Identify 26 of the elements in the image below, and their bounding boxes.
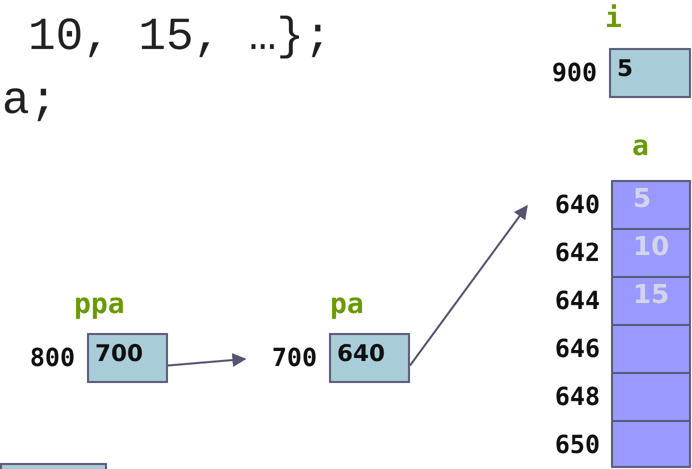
memory-cell: 640	[329, 333, 410, 383]
memory-address: 640	[554, 192, 600, 217]
memory-address: 648	[554, 384, 600, 409]
memory-cell: 700	[87, 333, 168, 383]
memory-address: 900	[550, 60, 597, 85]
array-cell: 10	[611, 228, 691, 278]
array-cell	[611, 372, 691, 422]
code-text: a;	[2, 78, 58, 124]
variable-name: pa	[330, 290, 364, 318]
memory-address: 700	[270, 345, 317, 370]
variable-name: ppa	[74, 290, 125, 318]
memory-address: 800	[28, 345, 75, 370]
memory-address: 644	[554, 288, 600, 313]
array-cell	[611, 420, 691, 468]
array-cell: 5	[611, 180, 691, 230]
memory-cell: 5	[609, 48, 691, 98]
memory-address: 642	[554, 240, 600, 265]
arrow	[168, 353, 246, 368]
arrow	[409, 204, 528, 366]
memory-address: 646	[554, 336, 600, 361]
variable-name: i	[605, 4, 622, 32]
array-cell	[611, 324, 691, 374]
memory-address: 650	[554, 432, 600, 457]
array-cell: 15	[611, 276, 691, 326]
code-text: 10, 15, …};	[28, 14, 332, 60]
variable-name: a	[632, 132, 649, 160]
